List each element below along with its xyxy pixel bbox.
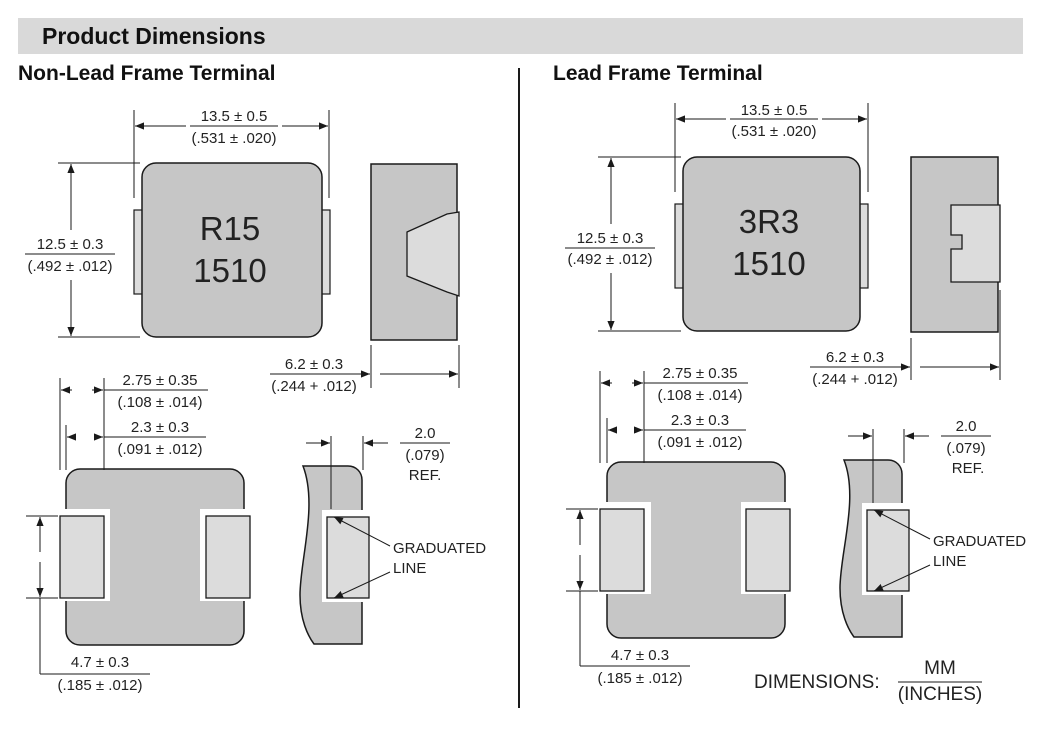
terminal-outer-mm: 2.75 ± 0.35 (663, 365, 738, 382)
right-top-view: 3R3 1510 (674, 156, 869, 332)
inductor-body (682, 156, 861, 332)
right-bottom-view (596, 461, 796, 639)
left-side-view (370, 163, 460, 341)
ref-mm: 2.0 (415, 425, 436, 442)
dimensions-unit-mm: MM (924, 658, 956, 679)
terminal-inner-mm: 2.3 ± 0.3 (131, 419, 189, 436)
pad-in: (.185 ± .012) (598, 670, 683, 687)
terminal-pad-left (59, 515, 105, 599)
pad-in: (.185 ± .012) (58, 677, 143, 694)
page-title: Product Dimensions (42, 23, 266, 49)
terminal-outer-mm: 2.75 ± 0.35 (123, 372, 198, 389)
length-mm: 13.5 ± 0.5 (201, 108, 268, 125)
ref-mm: 2.0 (956, 418, 977, 435)
terminal-inner-in: (.091 ± .012) (118, 441, 203, 458)
width-mm: 12.5 ± 0.3 (37, 236, 104, 253)
terminal-pad-right (745, 508, 791, 592)
terminal-inner-mm: 2.3 ± 0.3 (671, 412, 729, 429)
part-marking-value: 3R3 (739, 203, 800, 240)
terminal-pad-right (205, 515, 251, 599)
height-in: (.244 + .012) (271, 378, 356, 395)
dimensions-legend-label: DIMENSIONS: (754, 672, 880, 693)
lead-frame-title: Lead Frame Terminal (553, 62, 763, 85)
graduated-line-label-2: LINE (393, 560, 426, 577)
left-cut-view (299, 465, 372, 645)
length-in: (.531 ± .020) (192, 130, 277, 147)
non-lead-frame-title: Non-Lead Frame Terminal (18, 62, 276, 85)
terminal-inner-in: (.091 ± .012) (658, 434, 743, 451)
height-mm: 6.2 ± 0.3 (826, 349, 884, 366)
left-top-view: R15 1510 (133, 162, 331, 338)
pad-mm: 4.7 ± 0.3 (71, 654, 129, 671)
width-in: (.492 ± .012) (28, 258, 113, 275)
left-bottom-view (56, 468, 254, 646)
width-mm: 12.5 ± 0.3 (577, 230, 644, 247)
graduated-line-label-1: GRADUATED (933, 533, 1026, 550)
part-marking-size: 1510 (193, 252, 266, 289)
height-in: (.244 + .012) (812, 371, 897, 388)
terminal-outer-in: (.108 ± .014) (118, 394, 203, 411)
pad-mm: 4.7 ± 0.3 (611, 647, 669, 664)
product-dimensions-header: Product Dimensions (18, 18, 1023, 54)
inductor-body (141, 162, 323, 338)
ref-label: REF. (952, 460, 985, 477)
length-mm: 13.5 ± 0.5 (741, 102, 808, 119)
ref-in: (.079) (405, 447, 444, 464)
height-mm: 6.2 ± 0.3 (285, 356, 343, 373)
dimensions-unit-inches: (INCHES) (898, 684, 982, 705)
graduated-line-label-2: LINE (933, 553, 966, 570)
length-in: (.531 ± .020) (732, 123, 817, 140)
graduated-line-label-1: GRADUATED (393, 540, 486, 557)
width-in: (.492 ± .012) (568, 251, 653, 268)
terminal-pad-left (599, 508, 645, 592)
right-cut-view (839, 459, 912, 638)
part-marking-size: 1510 (732, 245, 805, 282)
ref-in: (.079) (946, 440, 985, 457)
right-side-view (910, 156, 1001, 333)
ref-label: REF. (409, 467, 442, 484)
terminal-outer-in: (.108 ± .014) (658, 387, 743, 404)
part-marking-value: R15 (200, 210, 261, 247)
